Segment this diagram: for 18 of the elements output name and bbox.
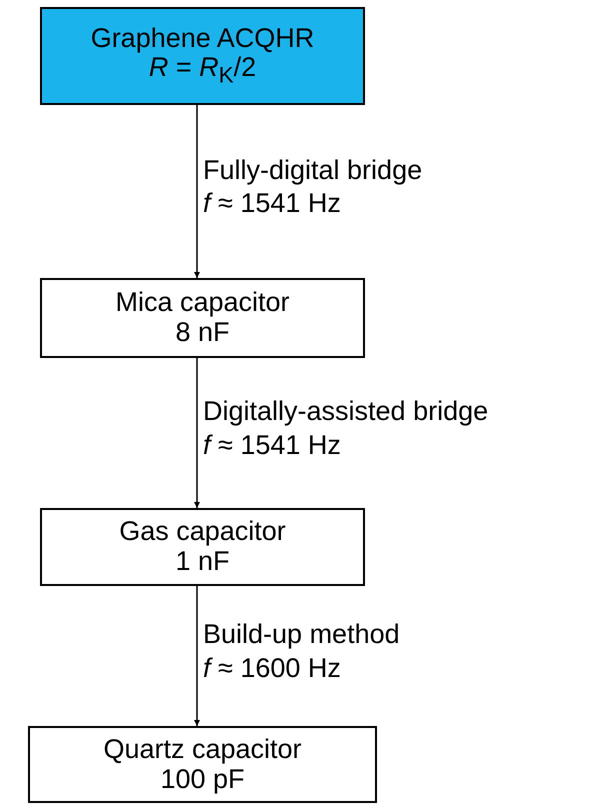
node-title: Gas capacitor [119,517,286,547]
edge-label: Digitally-assisted bridge f ≈ 1541 Hz [203,395,490,462]
edge-label: Build-up method f ≈ 1600 Hz [203,618,401,685]
node-title: Quartz capacitor [103,734,302,764]
node-title: Graphene ACQHR [90,24,314,54]
process-box [40,508,365,586]
node-title: Mica capacitor [115,288,290,318]
edge-label: Fully-digital bridge f ≈ 1541 Hz [203,154,424,220]
node-value: 8 nF [175,318,230,348]
arrow [194,358,200,508]
node-value: 1 nF [175,547,230,577]
arrow [194,105,200,278]
process-box [28,726,377,803]
process-box [40,278,365,358]
highlighted-box [40,7,365,105]
node-value: 100 pF [160,764,245,794]
node-value: R = R$_{K}$/2 [148,53,256,88]
arrow [194,586,200,726]
